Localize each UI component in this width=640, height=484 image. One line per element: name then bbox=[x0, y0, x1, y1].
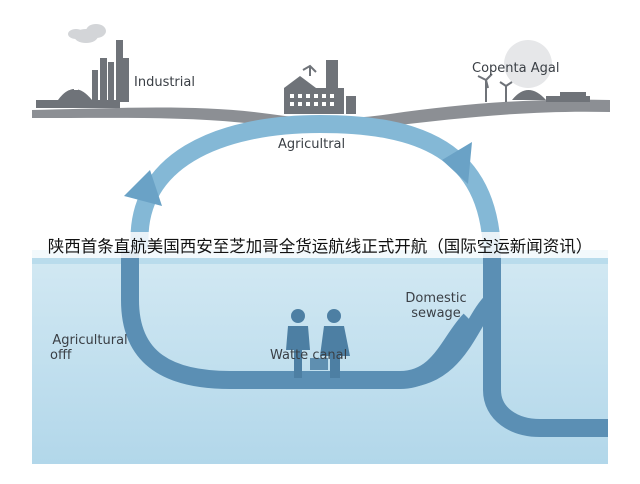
factory-icon bbox=[36, 40, 129, 108]
label-domestic-line2: sewage bbox=[411, 306, 461, 321]
farm-building-icon bbox=[284, 60, 356, 114]
label-copenta-agal: Copenta Agal bbox=[472, 61, 560, 76]
headline-overlay: 陕西首条直航美国西安至芝加哥全货运航线正式开航（国际空运新闻资讯） bbox=[0, 232, 640, 258]
label-agricultural-off: Agricultural offf bbox=[40, 333, 140, 363]
cloud-icon bbox=[68, 24, 106, 43]
power-plant-icon bbox=[504, 40, 590, 102]
label-domestic-line1: Domestic bbox=[405, 291, 467, 306]
people-icon bbox=[286, 309, 350, 378]
label-waste-canal: Watte canal bbox=[270, 348, 348, 363]
label-industrial: Industrial bbox=[134, 75, 195, 90]
label-agricultural-off-line1: Agricultural bbox=[52, 333, 128, 348]
circular-arrow bbox=[124, 114, 501, 251]
label-agricultural-off-line2: offf bbox=[50, 348, 72, 363]
label-domestic-sewage: Domestic sewage bbox=[388, 291, 484, 321]
wind-turbine-icon bbox=[477, 73, 513, 102]
water-channel bbox=[121, 250, 608, 437]
terrain-line bbox=[32, 99, 610, 129]
channel-join bbox=[399, 294, 498, 388]
arrowhead-right bbox=[442, 142, 472, 184]
arrowhead-left bbox=[124, 170, 162, 206]
label-agricultral: Agricultral bbox=[278, 137, 346, 152]
